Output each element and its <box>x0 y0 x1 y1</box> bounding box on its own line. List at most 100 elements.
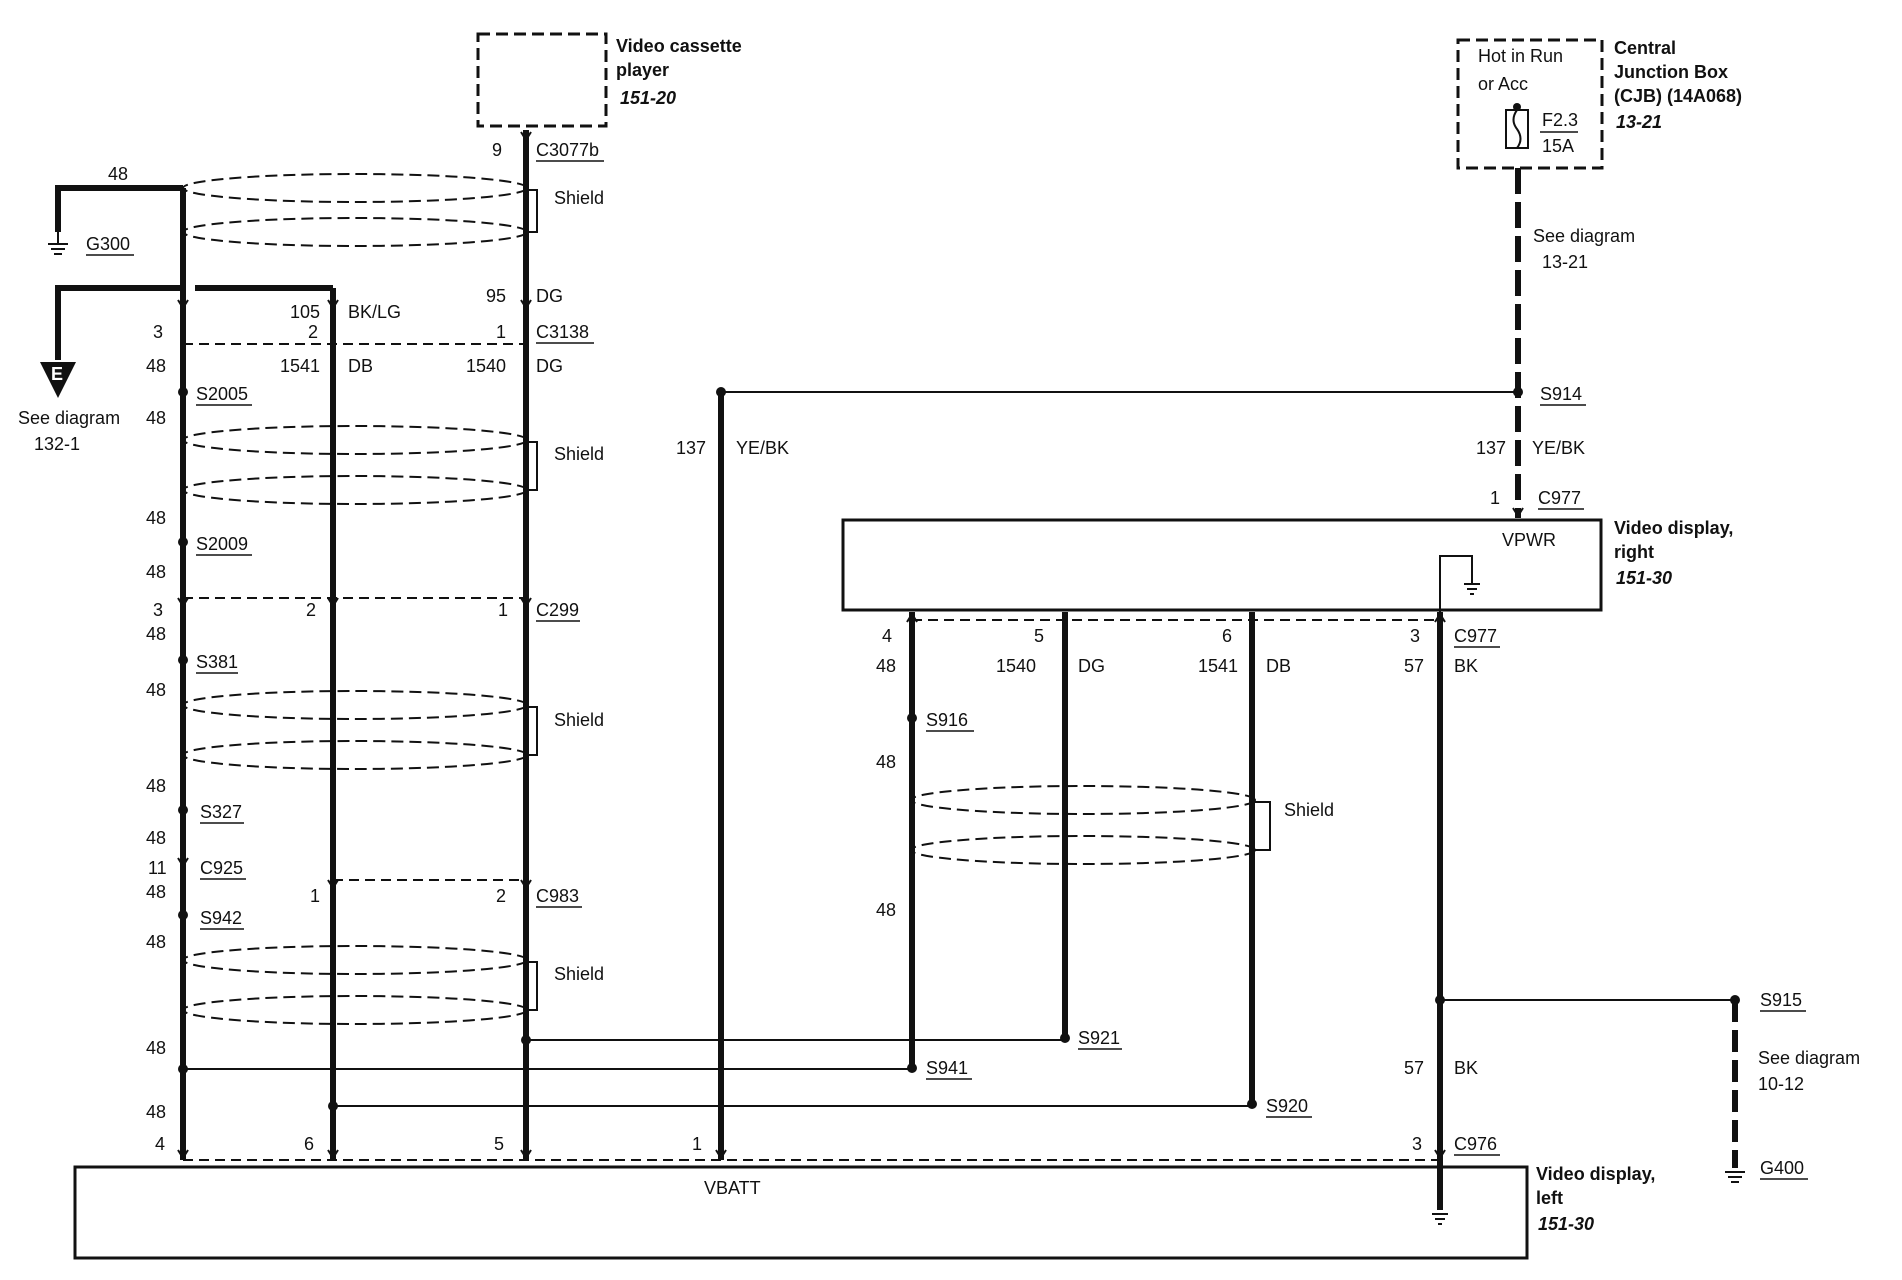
connector-c977-top: C977 <box>1538 488 1581 508</box>
video-display-right-box[interactable] <box>841 518 1603 612</box>
video-cassette-player-box[interactable] <box>476 32 608 128</box>
shield-3 <box>182 690 538 770</box>
color-yebk-right: YE/BK <box>1532 438 1585 458</box>
central-junction-box[interactable] <box>1456 38 1604 170</box>
circuit-48-n: 48 <box>876 752 896 772</box>
connector-c3077b: C3077b <box>536 140 599 160</box>
cjb-hot-1: Hot in Run <box>1478 46 1563 66</box>
circuit-48-g: 48 <box>146 776 166 796</box>
vdr-ref: 151-30 <box>1616 568 1672 588</box>
vcp-name-2: player <box>616 60 669 80</box>
shield-label-3: Shield <box>554 710 604 730</box>
circuit-48-k: 48 <box>146 1038 166 1058</box>
shield-4 <box>182 945 538 1025</box>
vpwr-ground-icon <box>1464 583 1480 595</box>
pin-2-c299: 2 <box>306 600 316 620</box>
see-diagram-1321b-1: See diagram <box>18 408 120 428</box>
circuit-48-j: 48 <box>146 932 166 952</box>
circuit-137-left: 137 <box>676 438 706 458</box>
vdl-ground-icon <box>1432 1213 1448 1225</box>
pin-5-c977: 5 <box>1034 626 1044 646</box>
splice-s942: S942 <box>200 908 242 928</box>
circuit-95: 95 <box>486 286 506 306</box>
circuit-48-l: 48 <box>146 1102 166 1122</box>
vdl-pin-vbatt: VBATT <box>704 1178 761 1198</box>
circuit-48-b: 48 <box>146 408 166 428</box>
pin-4-c977: 4 <box>882 626 892 646</box>
pin-3-c299: 3 <box>153 600 163 620</box>
circuit-48-c: 48 <box>146 508 166 528</box>
shield-1 <box>182 173 538 247</box>
shield-label-1: Shield <box>554 188 604 208</box>
see-diagram-1012-2: 10-12 <box>1758 1074 1804 1094</box>
circuit-1540-b: 1540 <box>996 656 1036 676</box>
pin-3-vdl: 3 <box>1412 1134 1422 1154</box>
pin-1-c3138: 1 <box>496 322 506 342</box>
color-dg-2: DG <box>536 356 563 376</box>
pin-5-vdl: 5 <box>494 1134 504 1154</box>
pin-9: 9 <box>492 140 502 160</box>
see-diagram-1321b-2: 132-1 <box>34 434 80 454</box>
color-bk-1: BK <box>1454 656 1478 676</box>
splice-s915: S915 <box>1760 990 1802 1010</box>
connector-c925: C925 <box>200 858 243 878</box>
vdr-name-2: right <box>1614 542 1654 562</box>
wire-3-to-e[interactable] <box>55 285 183 360</box>
pin-4-vdl: 4 <box>155 1134 165 1154</box>
splice-dots-left <box>178 387 531 1111</box>
circuit-48-o: 48 <box>876 900 896 920</box>
color-db-1: DB <box>348 356 373 376</box>
vdl-name-2: left <box>1536 1188 1563 1208</box>
circuit-48-m: 48 <box>876 656 896 676</box>
fuse-element-icon <box>1512 109 1522 149</box>
video-display-left-box[interactable] <box>73 1165 1529 1260</box>
color-bk-2: BK <box>1454 1058 1478 1078</box>
circuit-48-i: 48 <box>146 882 166 902</box>
fuse-label: F2.3 <box>1542 110 1578 130</box>
ground-g300: G300 <box>86 234 130 254</box>
pin-1-c983: 1 <box>310 886 320 906</box>
connector-c983: C983 <box>536 886 579 906</box>
splice-s381: S381 <box>196 652 238 672</box>
cjb-name-3: (CJB) (14A068) <box>1614 86 1742 106</box>
splice-s920: S920 <box>1266 1096 1308 1116</box>
fuse-rating: 15A <box>1542 136 1574 156</box>
shield-5 <box>910 785 1271 865</box>
splice-dots-right <box>907 713 1740 1109</box>
pin-3-c977: 3 <box>1410 626 1420 646</box>
connector-c977-bottom: C977 <box>1454 626 1497 646</box>
circuit-48-top: 48 <box>108 164 128 184</box>
cjb-name-1: Central <box>1614 38 1676 58</box>
vcp-ref: 151-20 <box>620 88 676 108</box>
connector-c3138: C3138 <box>536 322 589 342</box>
vdr-pin-vpwr: VPWR <box>1502 530 1556 550</box>
circuit-48-f: 48 <box>146 680 166 700</box>
cjb-hot-2: or Acc <box>1478 74 1528 94</box>
splice-s941: S941 <box>926 1058 968 1078</box>
circuit-105: 105 <box>290 302 320 322</box>
splice-s2009: S2009 <box>196 534 248 554</box>
color-dg-3: DG <box>1078 656 1105 676</box>
circuit-48-h: 48 <box>146 828 166 848</box>
pin-6-c977: 6 <box>1222 626 1232 646</box>
color-bklg: BK/LG <box>348 302 401 322</box>
pin-2-c983: 2 <box>496 886 506 906</box>
shield-label-2: Shield <box>554 444 604 464</box>
vpwr-internal-ground <box>1439 555 1473 612</box>
cjb-ref: 13-21 <box>1616 112 1662 132</box>
splice-s914: S914 <box>1540 384 1582 404</box>
shield-2 <box>182 425 538 505</box>
vdl-ref: 151-30 <box>1538 1214 1594 1234</box>
vdr-name-1: Video display, <box>1614 518 1733 538</box>
ground-g300-icon <box>48 232 68 255</box>
splice-s327: S327 <box>200 802 242 822</box>
circuit-137-right: 137 <box>1476 438 1506 458</box>
pin-1-c299: 1 <box>498 600 508 620</box>
circuit-57-b: 57 <box>1404 1058 1424 1078</box>
pin-1-vdl: 1 <box>692 1134 702 1154</box>
shield-label-4: Shield <box>554 964 604 984</box>
connector-e-label: E <box>51 364 63 384</box>
wire-105-1541[interactable] <box>195 285 336 1160</box>
wire-48-g300[interactable] <box>55 185 183 232</box>
